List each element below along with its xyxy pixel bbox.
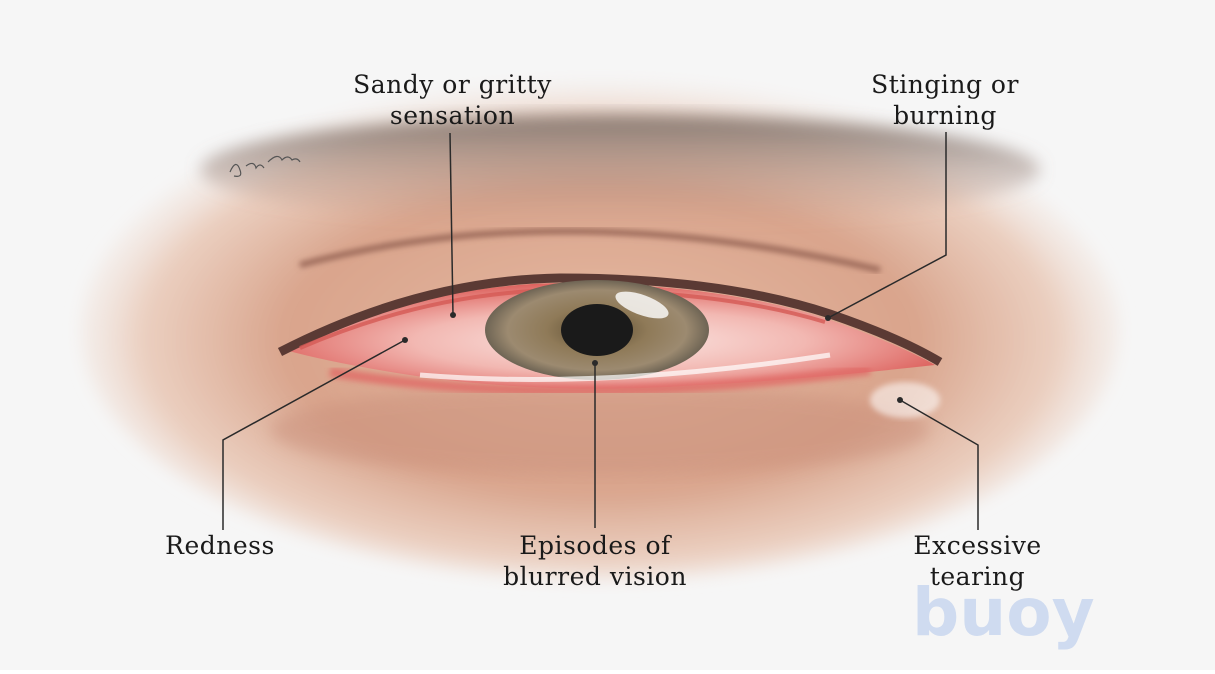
label-blurred-line2: blurred vision	[440, 561, 750, 592]
leader-dot-redness	[402, 337, 408, 343]
label-sandy-line2: sensation	[300, 100, 605, 131]
leader-dot-tearing	[897, 397, 903, 403]
label-excessive-tearing: Excessive tearing	[870, 530, 1085, 592]
label-sandy-gritty: Sandy or gritty sensation	[300, 69, 605, 131]
lower-lid-shadow	[270, 385, 930, 475]
tear-drop	[870, 382, 940, 418]
pupil	[561, 304, 633, 356]
label-tearing-line1: Excessive	[870, 530, 1085, 561]
label-redness: Redness	[130, 530, 310, 561]
label-blurred-line1: Episodes of	[440, 530, 750, 561]
brow-shadow	[200, 115, 1040, 225]
leader-dot-sandy	[450, 312, 456, 318]
label-redness-line1: Redness	[130, 530, 310, 561]
label-blurred-vision: Episodes of blurred vision	[440, 530, 750, 592]
label-tearing-line2: tearing	[870, 561, 1085, 592]
label-stinging-line2: burning	[825, 100, 1065, 131]
leader-dot-stinging	[825, 315, 831, 321]
leader-dot-blurred	[592, 360, 598, 366]
label-sandy-line1: Sandy or gritty	[300, 69, 605, 100]
label-stinging-line1: Stinging or	[825, 69, 1065, 100]
label-stinging-burning: Stinging or burning	[825, 69, 1065, 131]
